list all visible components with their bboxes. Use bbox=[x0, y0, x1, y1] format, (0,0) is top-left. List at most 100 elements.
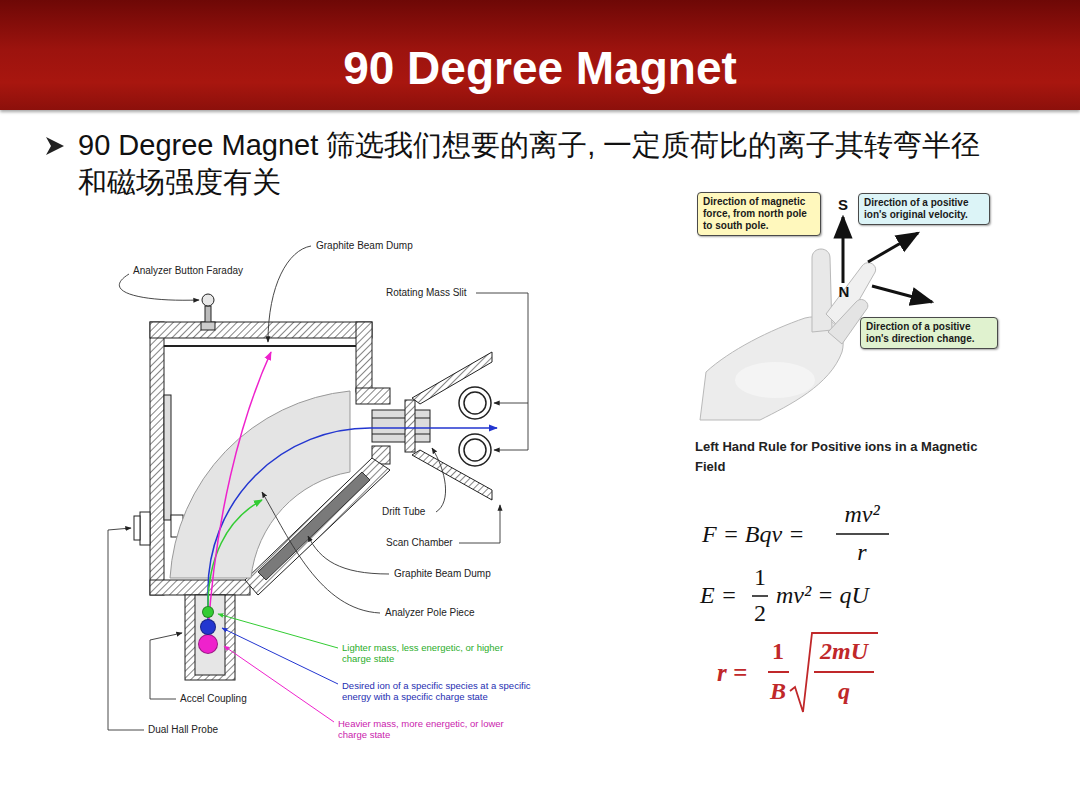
leader-lines-part bbox=[150, 633, 182, 699]
pole-letter: N bbox=[839, 283, 850, 300]
leader-lines-part bbox=[268, 246, 311, 342]
leader-lines-part bbox=[108, 528, 144, 730]
rotating-mass-slit-part bbox=[459, 387, 491, 419]
ion-swatch bbox=[200, 619, 216, 635]
bullet-arrow bbox=[46, 137, 64, 155]
leader-lines-part bbox=[308, 536, 389, 574]
analyzer-housing-part bbox=[356, 322, 372, 392]
legend-text: Heavier mass, more energetic, or lower c… bbox=[338, 718, 520, 740]
analyzer-housing-part bbox=[134, 516, 140, 540]
gloved-hand-part bbox=[735, 362, 815, 398]
gloved-hand-part bbox=[812, 249, 832, 332]
legend-leaders bbox=[218, 614, 338, 722]
formula-denominator: q bbox=[838, 678, 850, 706]
analyzer-housing bbox=[134, 322, 390, 595]
part-label: Analyzer Pole Piece bbox=[385, 607, 475, 619]
analyzer-housing-part bbox=[164, 395, 171, 520]
legend-leaders-part bbox=[222, 628, 338, 684]
slide-title: 90 Degree Magnet bbox=[343, 42, 737, 95]
faraday-button-part bbox=[205, 306, 211, 324]
callout-box: Direction of magnetic force, from north … bbox=[697, 192, 821, 236]
rotating-mass-slit bbox=[459, 387, 491, 466]
pole-letter: S bbox=[838, 196, 848, 213]
legend-text: Lighter mass, less energetic, or higher … bbox=[342, 642, 524, 664]
accel-coupling bbox=[185, 595, 235, 680]
bullet-text: 90 Degree Magnet 筛选我们想要的离子, 一定质荷比的离子其转弯半… bbox=[78, 127, 993, 201]
accel-coupling-part bbox=[195, 595, 225, 675]
drift-tube-part bbox=[405, 400, 415, 452]
drift-tube-part bbox=[372, 418, 430, 419]
square-root-sign bbox=[790, 633, 878, 712]
rotating-mass-slit-part bbox=[464, 392, 486, 414]
legend-leaders-part bbox=[224, 646, 334, 722]
formula-result: r = bbox=[717, 659, 747, 688]
leader-lines-part bbox=[476, 293, 528, 450]
analyzer-housing-part bbox=[150, 322, 372, 338]
formula-denominator: B bbox=[770, 678, 786, 706]
callout-box: Direction of a positive ion's original v… bbox=[858, 193, 990, 225]
part-label: Dual Hall Probe bbox=[148, 724, 218, 736]
accel-coupling-part bbox=[185, 595, 235, 680]
formula-text: mv² = qU bbox=[776, 582, 869, 610]
analyzer-housing-part bbox=[150, 322, 164, 595]
formula-text: F = Bqv = bbox=[702, 521, 804, 549]
direction-arrows-part bbox=[868, 233, 918, 262]
formula-numerator: 2mU bbox=[820, 638, 868, 666]
part-label: Rotating Mass Slit bbox=[386, 287, 467, 299]
fraction-bars-part bbox=[836, 533, 889, 535]
faraday-button-part bbox=[201, 322, 215, 330]
leader-lines-part bbox=[494, 450, 528, 451]
direction-arrows bbox=[843, 217, 932, 302]
direction-arrows-part bbox=[842, 217, 845, 283]
fraction-bars-part bbox=[752, 595, 768, 597]
formula-numerator: 1 bbox=[772, 638, 784, 666]
part-label: Drift Tube bbox=[382, 506, 425, 518]
legend-text: Desired ion of a specific species at a s… bbox=[342, 680, 547, 702]
part-label: Scan Chamber bbox=[386, 537, 453, 549]
fraction-bars bbox=[752, 534, 889, 672]
leader-lines-part bbox=[262, 492, 380, 613]
formula-denominator: r bbox=[857, 539, 866, 567]
rotating-mass-slit-part bbox=[464, 439, 486, 461]
drift-tube-part bbox=[372, 410, 430, 442]
callout-box: Direction of a positive ion's direction … bbox=[860, 317, 998, 349]
analyzer-housing-part bbox=[150, 580, 250, 595]
ion-swatch bbox=[198, 634, 218, 654]
drift-tube bbox=[372, 400, 430, 452]
ion-swatch bbox=[202, 606, 214, 618]
figure-caption: Left Hand Rule for Positive ions in a Ma… bbox=[695, 437, 980, 477]
fraction-bars-part bbox=[814, 671, 874, 673]
formula-denominator: 2 bbox=[754, 600, 766, 628]
formula-numerator: mv² bbox=[844, 501, 879, 529]
callout-text: Direction of magnetic force, from north … bbox=[703, 196, 815, 232]
analyzer-housing-part bbox=[356, 388, 390, 404]
gloved-hand bbox=[700, 249, 876, 420]
analyzer-housing-part bbox=[164, 345, 356, 347]
scan-chamber bbox=[412, 352, 492, 500]
part-label: Graphite Beam Dump bbox=[316, 240, 413, 252]
formula-text: E = bbox=[700, 582, 737, 610]
leader-lines-part bbox=[119, 274, 199, 300]
direction-arrows-part bbox=[872, 286, 932, 302]
formula-numerator: 1 bbox=[754, 564, 766, 592]
legend-leaders-part bbox=[218, 614, 338, 648]
leader-lines-part bbox=[432, 448, 446, 512]
beam-desired bbox=[208, 428, 497, 620]
leader-lines bbox=[108, 246, 528, 730]
rotating-mass-slit-part bbox=[459, 434, 491, 466]
part-label: Graphite Beam Dump bbox=[394, 568, 491, 580]
analyzer-housing-part bbox=[140, 512, 150, 545]
part-label: Accel Coupling bbox=[180, 693, 247, 705]
drift-tube-part bbox=[372, 434, 430, 435]
leader-lines-part bbox=[459, 505, 500, 543]
pole-piece bbox=[170, 391, 350, 578]
callout-text: Direction of a positive ion's original v… bbox=[864, 197, 984, 221]
gloved-hand-part bbox=[700, 317, 843, 420]
faraday-button bbox=[201, 294, 215, 330]
beam-heavy bbox=[208, 352, 271, 633]
fraction-bars-part bbox=[768, 671, 789, 673]
leader-lines-part bbox=[494, 403, 528, 404]
faraday-button-part bbox=[202, 294, 214, 306]
part-label: Analyzer Button Faraday bbox=[133, 265, 243, 277]
